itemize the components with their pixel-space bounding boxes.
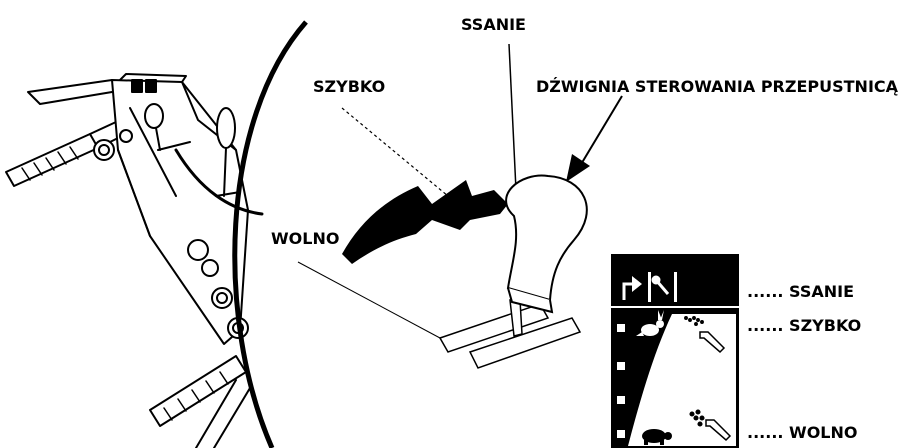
throttle-movement-arrow [342,180,508,264]
lever-slot-plate [440,304,580,368]
panel-choke-label: ...... SSANIE [747,283,854,301]
fast-guide-dashed [342,108,448,196]
slow-label: WOLNO [271,230,339,248]
panel-fast-label: ...... SZYBKO [747,317,861,335]
fast-label: SZYBKO [313,78,385,96]
choke-pointer-line [509,44,516,190]
machine-illustration [6,74,262,448]
choke-label-top: SSANIE [461,16,526,34]
slow-guide-line [298,262,440,338]
throttle-lever-label: DŹWIGNIA STEROWANIA PRZEPUSTNICĄ [536,78,898,96]
lever-pointer-arrow [566,96,622,182]
throttle-decal-panel [611,254,739,448]
throttle-lever-knob [506,176,587,312]
panel-slow-label: ...... WOLNO [747,424,857,442]
